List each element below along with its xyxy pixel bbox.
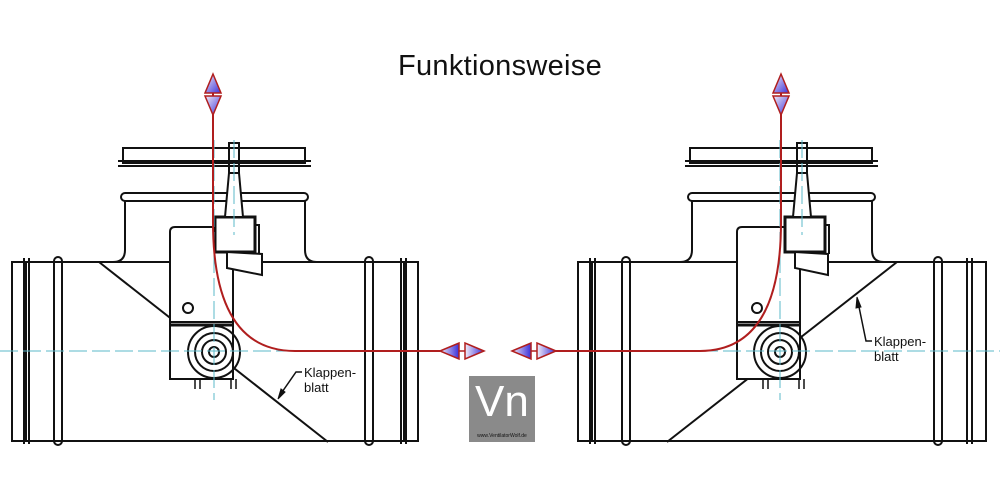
right-centerlines bbox=[700, 140, 1000, 400]
right-damper-label-line1: Klappen- bbox=[874, 334, 926, 349]
right-t-piece bbox=[577, 142, 987, 446]
diagram-title: Funktionsweise bbox=[397, 50, 603, 82]
left-up-arrow-icon bbox=[203, 72, 223, 94]
right-up-arrow-icon bbox=[771, 72, 791, 94]
brand-logo: Vn www.VentilatorWolf.de bbox=[469, 376, 535, 442]
right-right-arrow-icon bbox=[536, 341, 558, 361]
logo-mark: Vn bbox=[475, 377, 529, 426]
left-right-arrow-icon bbox=[464, 341, 486, 361]
left-damper-label-line1: Klappen- bbox=[304, 365, 356, 380]
left-centerlines bbox=[0, 140, 290, 400]
right-left-arrow-icon bbox=[510, 341, 532, 361]
left-t-piece bbox=[11, 142, 419, 446]
left-left-arrow-icon bbox=[438, 341, 460, 361]
left-flow-path bbox=[212, 88, 440, 352]
right-flow-path bbox=[555, 88, 782, 352]
left-flow-arrows bbox=[203, 72, 486, 361]
logo-url: www.VentilatorWolf.de bbox=[477, 433, 527, 439]
right-down-arrow-icon bbox=[771, 95, 791, 117]
left-down-arrow-icon bbox=[203, 95, 223, 117]
right-flow-arrows bbox=[510, 72, 791, 361]
right-damper-label-line2: blatt bbox=[874, 349, 899, 364]
left-damper-label-line2: blatt bbox=[304, 380, 329, 395]
